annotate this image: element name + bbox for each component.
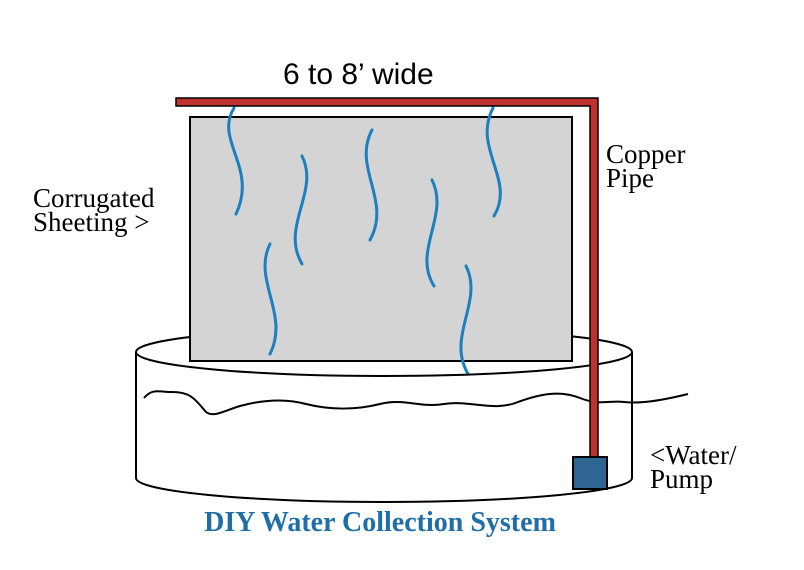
water-pump-icon <box>572 456 608 490</box>
sheeting-label-line-2: Sheeting > <box>33 207 150 237</box>
pump-label: <Water/ Pump <box>650 440 737 494</box>
water-flow-line <box>459 264 473 376</box>
width-label: 6 to 8’ wide <box>283 58 434 91</box>
pipe-label: Copper Pipe <box>606 139 686 193</box>
water-surface-line <box>143 390 689 416</box>
water-flow-lines <box>227 106 502 376</box>
tank-bottom <box>135 477 633 503</box>
water-flow-line <box>227 106 244 216</box>
pipe-label-line-1: Copper <box>606 139 686 169</box>
water-flow-line <box>263 242 278 356</box>
pump-label-line-2: Pump <box>650 464 714 494</box>
corrugated-sheeting-icon <box>189 116 573 362</box>
diagram-title: DIY Water Collection System <box>204 507 556 538</box>
pipe-label-line-2: Pipe <box>606 163 655 193</box>
pump-label-line-1: <Water/ <box>650 440 737 470</box>
sheeting-label: Corrugated Sheeting > <box>33 183 155 237</box>
water-flow-line <box>293 154 309 266</box>
sheeting-label-line-1: Corrugated <box>33 183 155 213</box>
water-flow-line <box>485 106 502 218</box>
water-flow-line <box>425 178 439 288</box>
water-flow-line <box>364 128 379 242</box>
tank-rim-front <box>135 351 633 377</box>
